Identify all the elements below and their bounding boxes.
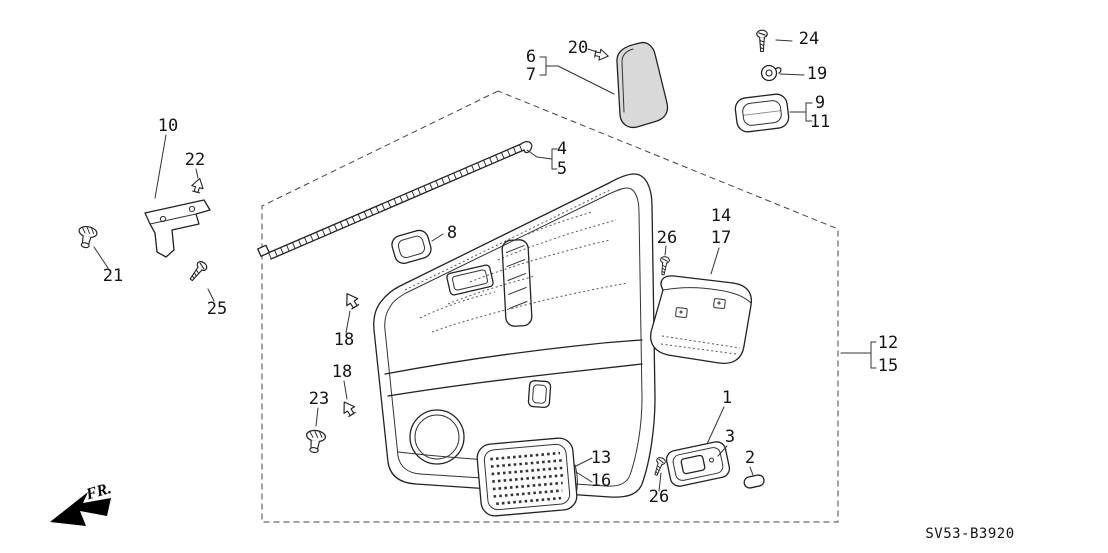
diagram-code: SV53-B3920 xyxy=(925,526,1014,542)
callout-17: 17 xyxy=(711,228,731,248)
leader-lines xyxy=(93,39,877,492)
callout-25: 25 xyxy=(207,299,227,319)
callout-8: 8 xyxy=(447,223,457,243)
door-pull-cup xyxy=(527,380,552,409)
clip-18-lower-part xyxy=(338,398,358,419)
cap-2-part xyxy=(743,474,765,489)
fastener-23-part xyxy=(303,428,327,455)
callout-1: 1 xyxy=(722,388,732,408)
fastener-21-part xyxy=(75,224,99,250)
callout-26-upper: 26 xyxy=(657,228,677,248)
bracket-10-part xyxy=(144,199,211,258)
grommet-19-part xyxy=(760,64,782,82)
callout-16: 16 xyxy=(591,471,611,491)
callout-5: 5 xyxy=(557,159,567,179)
callout-21: 21 xyxy=(103,266,123,286)
callout-3: 3 xyxy=(725,427,735,447)
speaker-hole xyxy=(409,409,465,465)
fr-arrow-icon xyxy=(50,492,111,526)
armrest-pocket-14-17 xyxy=(649,275,753,365)
clip-20-part xyxy=(593,47,610,63)
callout-20: 20 xyxy=(568,38,588,58)
callout-26-lower: 26 xyxy=(649,487,669,507)
clip-22-part xyxy=(189,176,206,195)
clip-18-upper-part xyxy=(340,289,362,311)
screw-26-lower-part xyxy=(651,455,667,477)
pull-handle-recess xyxy=(501,239,533,327)
corner-garnish-6-7 xyxy=(616,41,669,129)
screw-25-part xyxy=(186,259,210,284)
bezel-8-part xyxy=(391,229,432,264)
callout-4: 4 xyxy=(557,139,567,159)
fr-indicator: FR. xyxy=(50,480,113,526)
callout-23: 23 xyxy=(309,389,329,409)
callout-2: 2 xyxy=(745,448,755,468)
pocket-bezel-9-11 xyxy=(734,93,790,133)
speaker-grille-13-16 xyxy=(476,437,578,517)
callout-14: 14 xyxy=(711,206,731,226)
screw-26-upper-part xyxy=(658,255,671,276)
callout-12: 12 xyxy=(878,333,898,353)
callout-18-upper: 18 xyxy=(334,330,354,350)
callout-11: 11 xyxy=(810,112,830,132)
callout-6: 6 xyxy=(526,47,536,67)
callout-7: 7 xyxy=(526,65,536,85)
weatherstrip-4-5 xyxy=(257,141,533,260)
screw-24-part xyxy=(756,29,768,53)
callout-19: 19 xyxy=(807,64,827,84)
callout-13: 13 xyxy=(591,448,611,468)
callout-22: 22 xyxy=(185,150,205,170)
switch-assembly-1-3 xyxy=(665,441,731,487)
callout-15: 15 xyxy=(878,356,898,376)
callout-18-lower: 18 xyxy=(332,362,352,382)
fr-label: FR. xyxy=(83,480,113,504)
callout-24: 24 xyxy=(799,29,819,49)
callout-9: 9 xyxy=(815,93,825,113)
callout-10: 10 xyxy=(158,116,178,136)
switch-blank xyxy=(446,264,494,296)
